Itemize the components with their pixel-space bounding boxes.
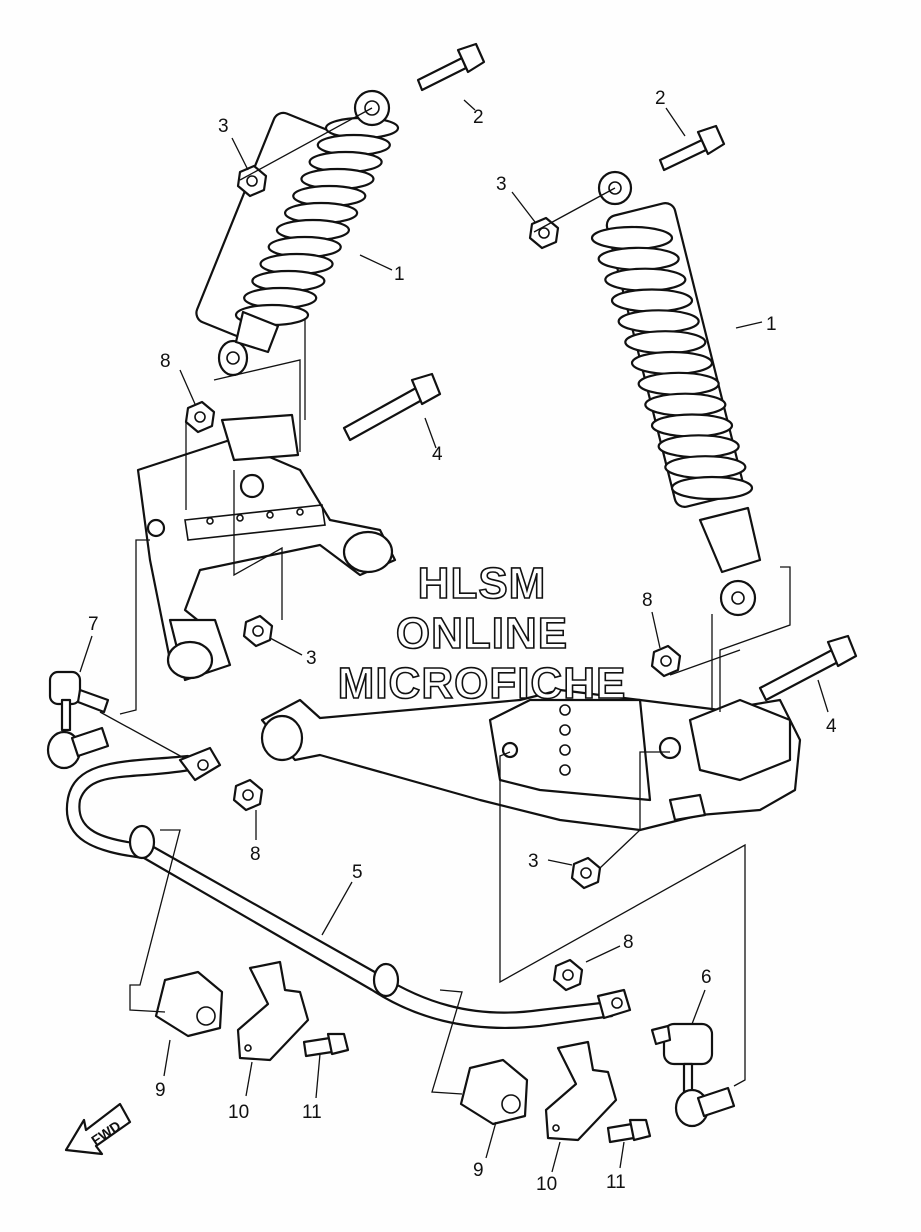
screw-left	[302, 1032, 350, 1058]
watermark-line-1: HLSM	[418, 559, 547, 608]
callout-link-left: 7	[88, 614, 99, 635]
coil-turn	[624, 330, 707, 355]
callout-link-right: 6	[701, 967, 712, 988]
callout-screw-right: 11	[606, 1172, 626, 1193]
callout-bolt-top-left: 2	[473, 107, 484, 128]
stabilizer-bar	[65, 746, 632, 1029]
bolt-top-right	[658, 124, 726, 172]
right-rear-arm	[260, 688, 802, 832]
coil-turn	[650, 413, 734, 438]
callout-shock-left: 1	[394, 264, 405, 285]
callout-holder-right: 10	[536, 1174, 557, 1195]
leader-lines	[79, 99, 829, 1173]
nut-bar-right	[552, 958, 584, 992]
nut-lower-right	[570, 856, 602, 890]
nut-bar-left	[232, 778, 264, 812]
watermark-line-3: MICROFICHE	[338, 659, 627, 708]
bolt-long-right	[758, 634, 858, 702]
bolt-long-left	[342, 372, 442, 442]
callout-shock-right: 1	[766, 314, 777, 335]
coil-turn	[644, 392, 727, 417]
callout-nut-bar-right: 8	[623, 932, 634, 953]
screw-right	[606, 1118, 652, 1144]
coil-turn	[670, 475, 754, 501]
watermark-line-2: ONLINE	[396, 609, 568, 658]
left-rear-arm	[136, 413, 397, 682]
fwd-arrow-icon: FWD	[64, 1102, 132, 1156]
link-right	[650, 1022, 736, 1128]
right-shock-absorber	[590, 170, 762, 617]
coil-turn	[637, 371, 720, 396]
coil-turn	[610, 288, 694, 313]
callout-screw-left: 11	[302, 1102, 322, 1123]
coil-turn	[597, 246, 680, 271]
left-shock-absorber	[195, 89, 400, 377]
callout-nut-top-right: 3	[496, 174, 507, 195]
nut-mid-left	[242, 614, 274, 648]
callout-stabilizer-bar: 5	[352, 862, 363, 883]
nut-top-right	[528, 216, 560, 250]
coil-turn	[604, 267, 687, 292]
callout-bushing-left: 9	[155, 1080, 166, 1101]
callout-bushing-right: 9	[473, 1160, 484, 1181]
bushing-right	[459, 1058, 529, 1126]
callout-bolt-long-left: 4	[432, 444, 443, 465]
coil-turn	[590, 225, 674, 251]
holder-left	[236, 960, 310, 1062]
coil-turn	[664, 455, 747, 480]
callout-nut-lower-right: 3	[528, 851, 539, 872]
callout-labels: 3 2 1 8 4 3 2 3 1 8 4 7 8 5 3 8 6 9 10 1…	[88, 88, 837, 1195]
callout-nut-shock-left: 8	[160, 351, 171, 372]
coil-turn	[630, 350, 714, 376]
callout-holder-left: 10	[228, 1102, 249, 1123]
callout-nut-top-left: 3	[218, 116, 229, 137]
callout-nut-mid-left: 3	[306, 648, 317, 669]
holder-right	[544, 1040, 618, 1142]
assembly-lines	[99, 107, 791, 1095]
callout-nut-bar-left: 8	[250, 844, 261, 865]
coil-turn	[617, 309, 700, 334]
bushing-left	[154, 970, 224, 1038]
callout-bolt-long-right: 4	[826, 716, 837, 737]
nut-shock-right	[650, 644, 682, 678]
bolt-top-left	[416, 42, 486, 92]
coil-turn	[657, 434, 740, 459]
nut-top-left	[236, 164, 268, 198]
callout-bolt-top-right: 2	[655, 88, 666, 109]
link-left	[46, 670, 110, 770]
watermark: HLSM ONLINE MICROFICHE	[337, 558, 627, 709]
nut-shock-left	[184, 400, 216, 434]
callout-nut-shock-right: 8	[642, 590, 653, 611]
